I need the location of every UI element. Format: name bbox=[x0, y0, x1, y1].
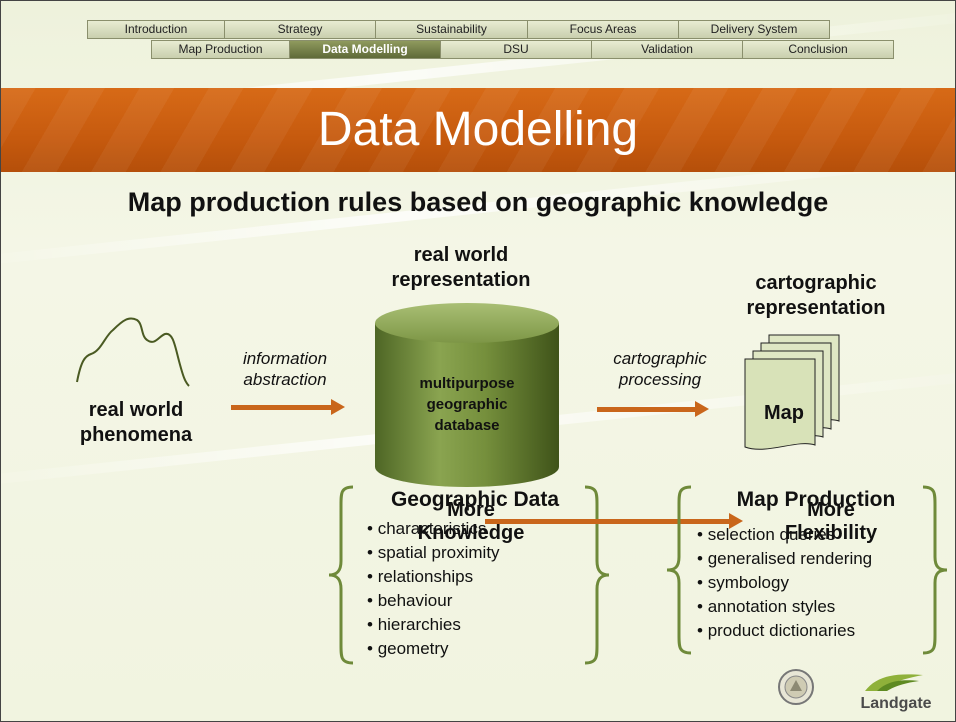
slide-heading: Map production rules based on geographic… bbox=[127, 187, 829, 217]
left-group-open-brace bbox=[328, 485, 354, 665]
tab-data-modelling[interactable]: Data Modelling bbox=[289, 40, 441, 59]
left-group-close-brace bbox=[584, 485, 610, 665]
info-line2: abstraction bbox=[243, 370, 327, 389]
info-line1: information bbox=[242, 349, 328, 368]
list-item: relationships bbox=[367, 565, 500, 589]
list-item: product dictionaries bbox=[697, 619, 872, 643]
db-caption-line2: representation bbox=[391, 269, 531, 291]
title-band-decoration bbox=[1, 88, 955, 172]
more-knowledge-line1: More bbox=[447, 499, 495, 521]
list-item: symbology bbox=[697, 571, 872, 595]
tab-map-production[interactable]: Map Production bbox=[151, 40, 290, 59]
list-item: hierarchies bbox=[367, 613, 500, 637]
tab-dsu[interactable]: DSU bbox=[440, 40, 592, 59]
list-item: characteristics bbox=[367, 517, 500, 541]
right-group-close-brace bbox=[922, 485, 948, 655]
carto-caption-line2: representation bbox=[746, 297, 886, 319]
map-label: Map bbox=[764, 402, 804, 424]
page-title: Data Modelling bbox=[317, 103, 639, 156]
carto-caption-line1: cartographic bbox=[755, 272, 877, 294]
list-item: generalised rendering bbox=[697, 547, 872, 571]
more-knowledge-overlay: More Knowledge bbox=[371, 499, 571, 545]
tab-strategy[interactable]: Strategy bbox=[224, 20, 376, 39]
title-band: Data Modelling bbox=[1, 88, 955, 172]
more-flexibility-overlay: More Flexibility bbox=[731, 499, 931, 545]
db-caption-line1: real world bbox=[413, 244, 509, 266]
db-line1: multipurpose bbox=[419, 375, 515, 392]
map-production-list: selection queries generalised rendering … bbox=[697, 523, 872, 643]
landgate-swoosh-icon bbox=[865, 674, 923, 691]
real-world-line1: real world bbox=[88, 399, 184, 421]
tab-delivery-system[interactable]: Delivery System bbox=[678, 20, 830, 39]
carto-line2: processing bbox=[618, 370, 702, 389]
database-cylinder-icon bbox=[375, 303, 559, 487]
database-label: multipurpose geographic database bbox=[391, 373, 543, 436]
processing-arrow bbox=[597, 401, 709, 417]
list-item: geometry bbox=[367, 637, 500, 661]
db-line3: database bbox=[434, 417, 500, 434]
list-item: annotation styles bbox=[697, 595, 872, 619]
tab-validation[interactable]: Validation bbox=[591, 40, 743, 59]
map-pages-icon bbox=[744, 334, 840, 450]
cartographic-representation-caption: cartographic representation bbox=[716, 271, 916, 321]
information-abstraction-label: information abstraction bbox=[215, 348, 355, 390]
mountain-line-icon bbox=[76, 317, 190, 387]
real-world-phenomena-label: real world phenomena bbox=[61, 398, 211, 448]
cartographic-processing-label: cartographic processing bbox=[585, 348, 735, 390]
abstraction-arrow bbox=[231, 399, 345, 415]
carto-line1: cartographic bbox=[613, 349, 707, 368]
tab-conclusion[interactable]: Conclusion bbox=[742, 40, 894, 59]
tab-sustainability[interactable]: Sustainability bbox=[375, 20, 528, 39]
more-flexibility-line2: Flexibility bbox=[784, 522, 878, 544]
list-item: spatial proximity bbox=[367, 541, 500, 565]
list-item: selection queries bbox=[697, 523, 872, 547]
more-flexibility-line1: More bbox=[807, 499, 855, 521]
list-item: behaviour bbox=[367, 589, 500, 613]
db-line2: geographic bbox=[426, 396, 508, 413]
more-knowledge-line2: Knowledge bbox=[417, 522, 525, 544]
nav-row-1: Introduction Strategy Sustainability Foc… bbox=[87, 20, 830, 39]
map-production-title: Map Production bbox=[736, 488, 896, 511]
geographic-data-title: Geographic Data bbox=[390, 488, 560, 511]
government-crest-icon bbox=[778, 669, 814, 705]
tab-focus-areas[interactable]: Focus Areas bbox=[527, 20, 679, 39]
tab-introduction[interactable]: Introduction bbox=[87, 20, 225, 39]
right-group-open-brace bbox=[666, 485, 692, 655]
real-world-line2: phenomena bbox=[79, 424, 193, 446]
landgate-logo-text: Landgate bbox=[860, 695, 932, 712]
real-world-representation-caption: real world representation bbox=[361, 243, 561, 293]
nav-row-2: Map Production Data Modelling DSU Valida… bbox=[151, 40, 894, 59]
geographic-data-list: characteristics spatial proximity relati… bbox=[367, 517, 500, 661]
